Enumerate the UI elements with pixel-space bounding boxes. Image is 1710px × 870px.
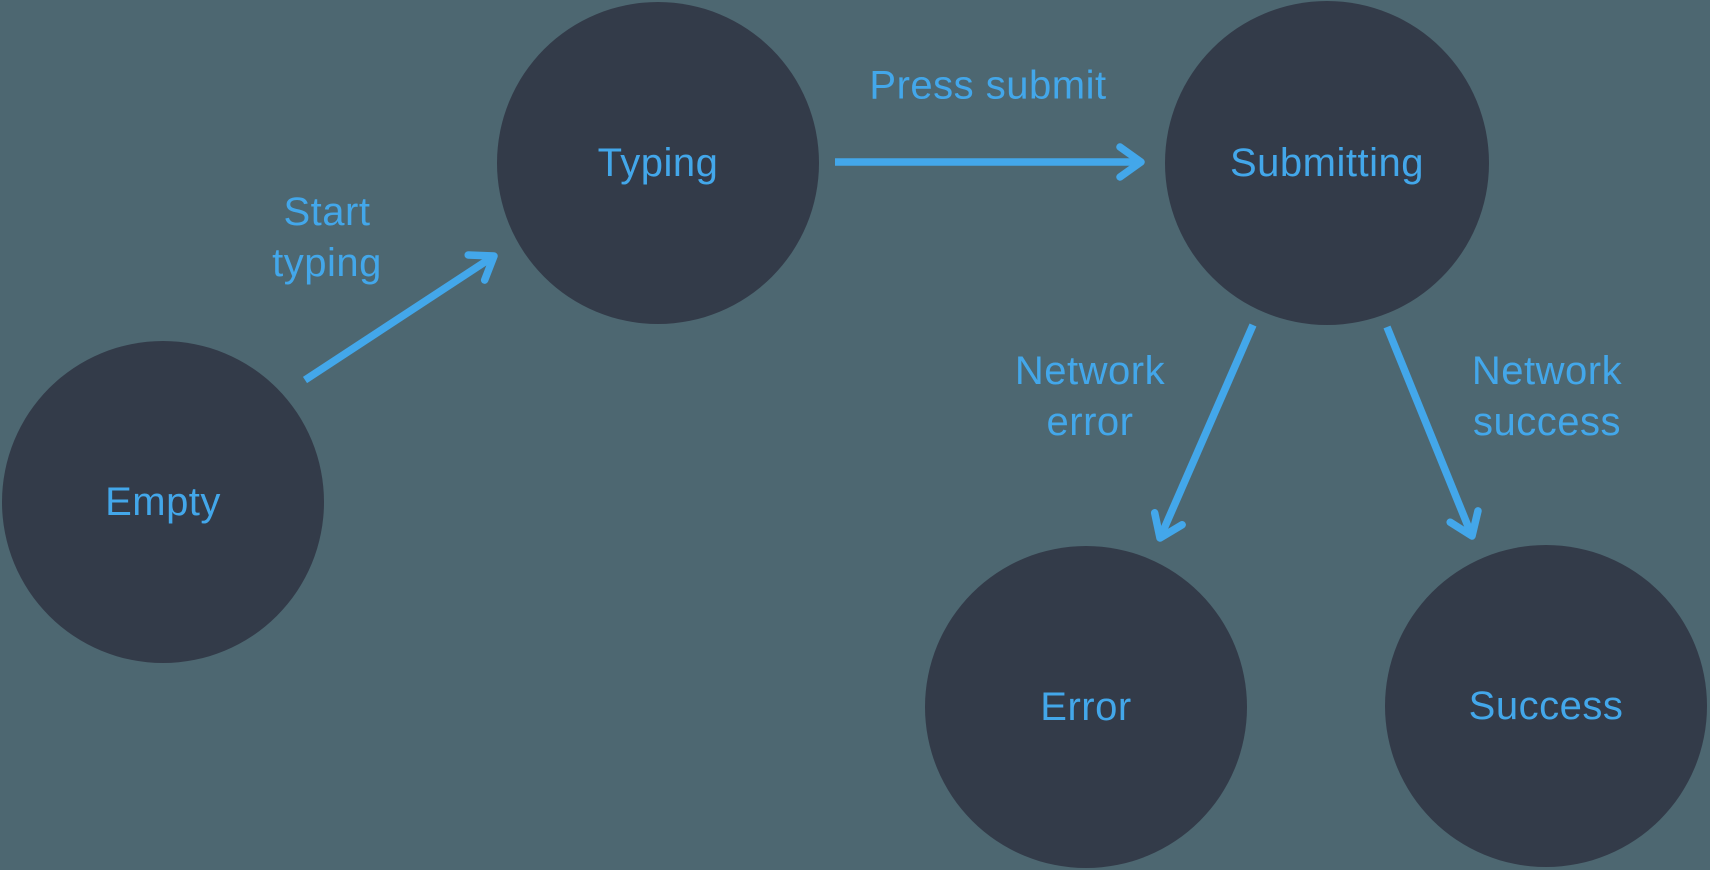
state-node-label-typing: Typing (597, 140, 719, 185)
transition-arrow-network-success (1383, 325, 1482, 540)
transition-label-start-typing: Start typing (272, 187, 382, 289)
state-node-label-success: Success (1468, 683, 1624, 728)
transition-label-line: success (1472, 400, 1621, 444)
state-node-label-error: Error (1040, 684, 1132, 729)
transition-label-network-error: Network error (1015, 346, 1165, 448)
transition-arrow-network-error (1150, 323, 1257, 542)
state-node-success: Success (1385, 545, 1707, 867)
transition-label-press-submit: Press submit (869, 61, 1106, 112)
state-node-submitting: Submitting (1165, 1, 1489, 325)
transition-label-line: Network (1014, 349, 1166, 393)
state-node-empty: Empty (2, 341, 324, 663)
state-node-label-empty: Empty (105, 479, 221, 524)
transition-label-network-success: Network success (1472, 346, 1622, 448)
transition-label-line: typing (272, 241, 382, 285)
state-node-label-submitting: Submitting (1230, 140, 1424, 185)
transition-label-line: Start (283, 190, 371, 234)
transition-label-line: Press submit (869, 63, 1107, 108)
state-node-typing: Typing (497, 2, 819, 324)
transition-label-line: Network (1471, 349, 1623, 393)
transition-label-line: error (1046, 400, 1134, 444)
state-node-error: Error (925, 546, 1247, 868)
